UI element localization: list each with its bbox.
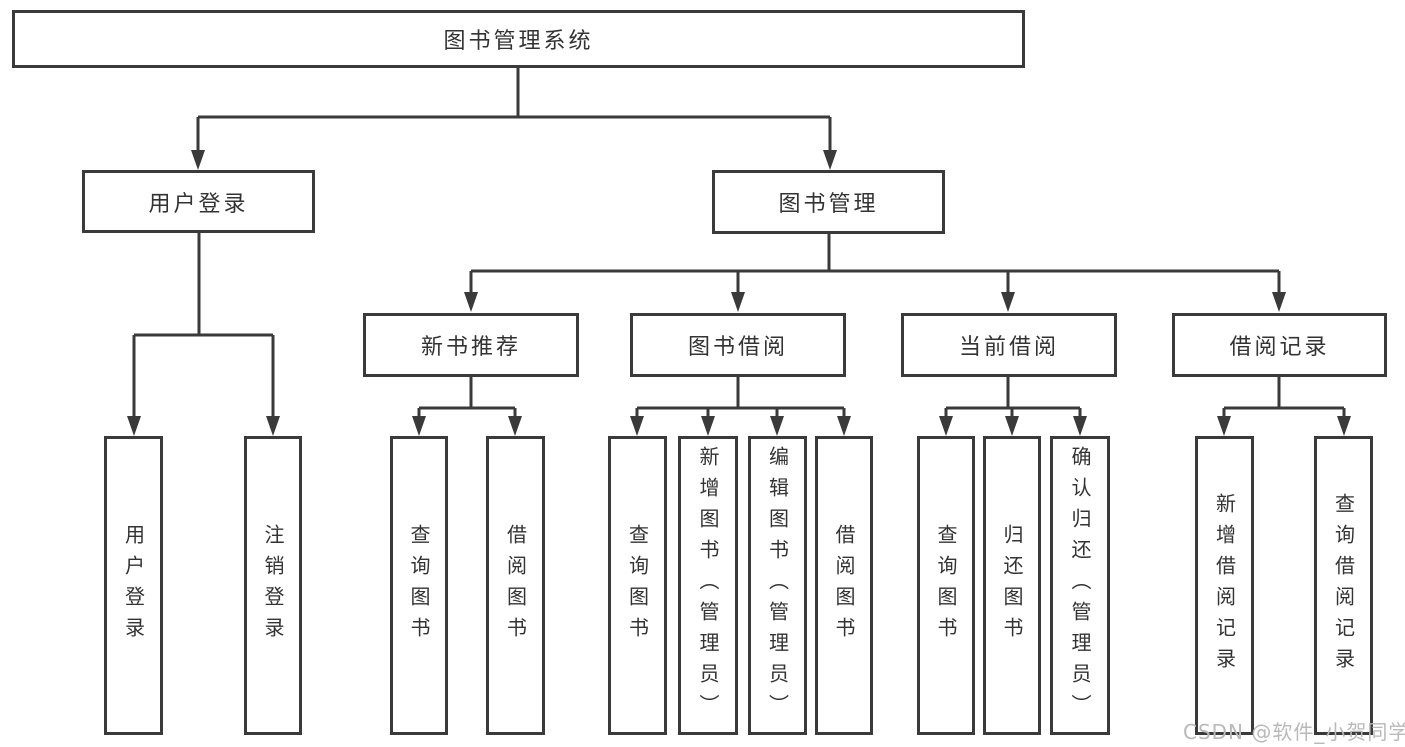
leaf-add-borrow-record: 新增借阅记录	[1195, 436, 1254, 735]
leaf-user-login: 用户登录	[104, 436, 163, 735]
node-book-management: 图书管理	[712, 170, 945, 234]
node-label: 图书管理	[778, 192, 879, 217]
leaf-query-borrow-record: 查询借阅记录	[1314, 436, 1373, 735]
node-label: 图书借阅	[687, 335, 788, 360]
leaf-query-books-recommend: 查询图书	[390, 436, 448, 735]
leaf-label: 借阅图书	[832, 523, 856, 648]
node-label: 借阅记录	[1229, 335, 1330, 360]
node-label: 图书管理系统	[443, 29, 594, 54]
leaf-label: 注销登录	[261, 523, 285, 648]
leaf-query-books-current: 查询图书	[917, 436, 975, 735]
leaf-label: 新增借阅记录	[1212, 492, 1237, 679]
node-borrowing-records: 借阅记录	[1172, 313, 1387, 377]
leaf-label: 用户登录	[121, 523, 146, 648]
leaf-label: 归还图书	[1000, 523, 1024, 648]
leaf-confirm-return-admin: 确认归还（管理员）	[1050, 436, 1110, 735]
leaf-borrow-books-recommend: 借阅图书	[486, 436, 545, 735]
node-current-borrowing: 当前借阅	[901, 313, 1117, 377]
leaf-logout: 注销登录	[244, 436, 302, 735]
csdn-watermark: CSDN @软件_小贺同学	[1183, 720, 1405, 744]
leaf-label: 查询图书	[407, 523, 431, 648]
node-label: 当前借阅	[958, 335, 1059, 360]
leaf-label: 查询借阅记录	[1331, 492, 1356, 679]
node-user-login: 用户登录	[82, 170, 315, 233]
node-label: 新书推荐	[420, 335, 521, 360]
leaf-label: 编辑图书（管理员）	[765, 446, 790, 725]
leaf-label: 新增图书（管理员）	[696, 446, 720, 725]
leaf-add-books-admin: 新增图书（管理员）	[678, 436, 738, 735]
leaf-label: 查询图书	[934, 523, 958, 648]
node-label: 用户登录	[148, 191, 249, 217]
leaf-label: 借阅图书	[503, 523, 528, 648]
leaf-borrow-books: 借阅图书	[815, 436, 873, 735]
leaf-return-books: 归还图书	[983, 436, 1041, 735]
node-library-management-system: 图书管理系统	[12, 10, 1025, 68]
leaf-edit-books-admin: 编辑图书（管理员）	[748, 436, 807, 735]
leaf-label: 查询图书	[625, 523, 650, 648]
node-new-book-recommendation: 新书推荐	[363, 313, 579, 377]
leaf-query-books-borrowing: 查询图书	[608, 436, 667, 735]
leaf-label: 确认归还（管理员）	[1068, 446, 1092, 725]
node-book-borrowing: 图书借阅	[630, 313, 846, 377]
